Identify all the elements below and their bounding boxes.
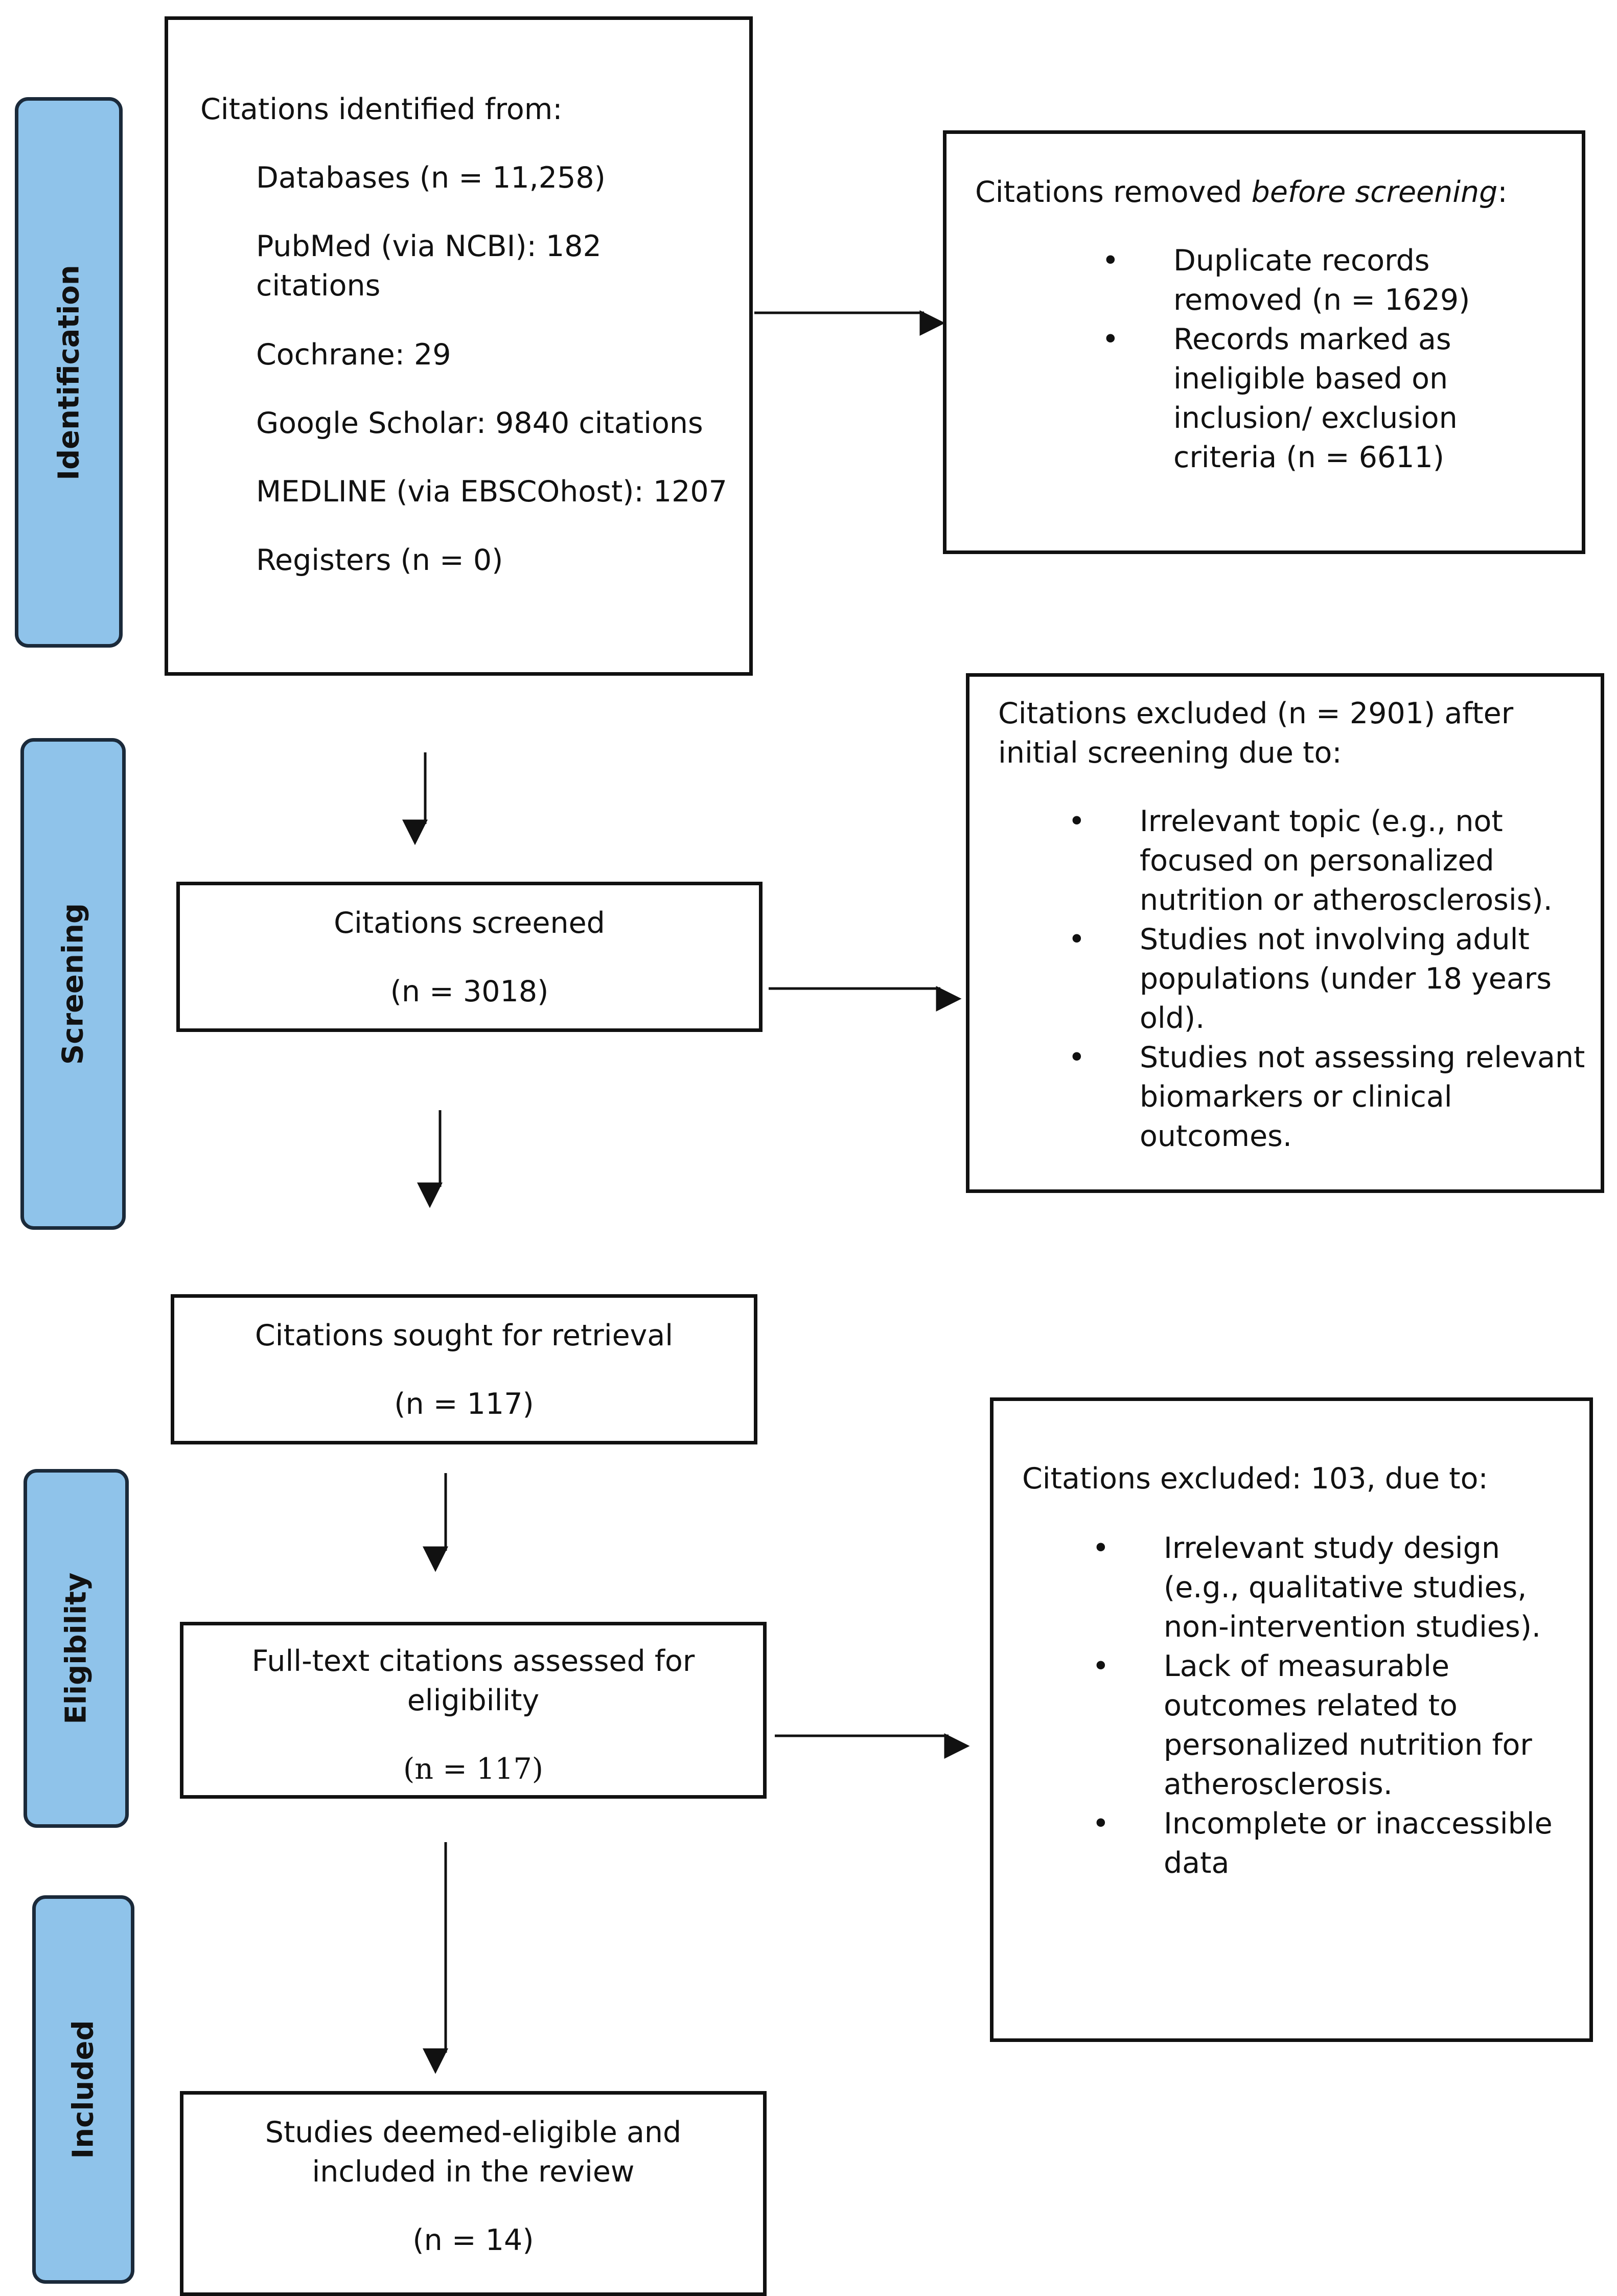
excluded-screening-item1-line1: Irrelevant topic (e.g., not (1140, 805, 1503, 838)
excluded-eligibility-item-data: Incomplete or inaccessible data (1092, 1804, 1553, 1883)
identified-heading: Citations identified from: (200, 93, 563, 126)
removed-item-duplicates: Duplicate records removed (n = 1629) (1102, 241, 1470, 320)
stage-screening: Screening (20, 738, 126, 1230)
identified-medline: MEDLINE (via EBSCOhost): 1207 (256, 475, 727, 509)
excluded-eligibility-item2-line1: Lack of measurable (1164, 1649, 1450, 1683)
removed-before-screening-box: Citations removed before screening: Dupl… (943, 130, 1585, 554)
excluded-screening-item1-line2: focused on personalized (1140, 844, 1494, 878)
identified-pubmed-line2: citations (256, 269, 381, 303)
included-studies-box: Studies deemed-eligible and included in … (180, 2091, 767, 2296)
retrieval-count: (n = 117) (394, 1387, 534, 1421)
excluded-eligibility-item3-line2: data (1164, 1846, 1230, 1880)
removed-item2-line1: Records marked as (1173, 323, 1451, 356)
excluded-screening-heading-line1: Citations excluded (n = 2901) after (998, 697, 1514, 730)
excluded-screening-item3-line1: Studies not assessing relevant (1140, 1041, 1585, 1074)
excluded-screening-item-biomarkers: Studies not assessing relevant biomarker… (1068, 1038, 1585, 1156)
fulltext-label-line1: Full-text citations assessed for (251, 1644, 695, 1678)
stage-eligibility: Eligibility (24, 1469, 129, 1828)
excluded-screening-list: Irrelevant topic (e.g., not focused on p… (1068, 802, 1585, 1156)
identification-box: Citations identified from: Databases (n … (165, 16, 753, 676)
excluded-eligibility-item2-line2: outcomes related to (1164, 1689, 1458, 1723)
citations-screened-box: Citations screened (n = 3018) (176, 882, 763, 1032)
excluded-eligibility-item3-line1: Incomplete or inaccessible (1164, 1807, 1553, 1841)
excluded-eligibility-heading: Citations excluded: 103, due to: (1022, 1462, 1488, 1496)
fulltext-assessed-box: Full-text citations assessed for eligibi… (180, 1622, 767, 1799)
removed-list: Duplicate records removed (n = 1629) Rec… (1102, 241, 1470, 477)
screened-label: Citations screened (334, 906, 605, 940)
stage-identification: Identification (15, 97, 123, 648)
excluded-screening-item1-line3: nutrition or atherosclerosis). (1140, 883, 1553, 917)
removed-item1-line2: removed (n = 1629) (1173, 283, 1470, 317)
excluded-screening-item3-line3: outcomes. (1140, 1119, 1292, 1153)
excluded-eligibility-item2-line3: personalized nutrition for (1164, 1728, 1532, 1762)
excluded-eligibility-box: Citations excluded: 103, due to: Irrelev… (990, 1397, 1593, 2042)
identified-registers: Registers (n = 0) (256, 543, 503, 577)
included-label-line1: Studies deemed-eligible and (265, 2116, 682, 2149)
excluded-eligibility-item1-line1: Irrelevant study design (1164, 1531, 1500, 1565)
removed-item1-line1: Duplicate records (1173, 244, 1430, 278)
excluded-eligibility-item1-line2: (e.g., qualitative studies, (1164, 1571, 1527, 1604)
excluded-screening-item3-line2: biomarkers or clinical (1140, 1080, 1452, 1114)
excluded-eligibility-list: Irrelevant study design (e.g., qualitati… (1092, 1529, 1553, 1883)
identified-pubmed-line1: PubMed (via NCBI): 182 (256, 229, 602, 263)
removed-item2-line2: ineligible based on (1173, 362, 1448, 396)
screened-count: (n = 3018) (390, 975, 549, 1008)
retrieval-label: Citations sought for retrieval (255, 1319, 674, 1352)
removed-heading-prefix: Citations removed (975, 175, 1252, 209)
excluded-screening-item-topic: Irrelevant topic (e.g., not focused on p… (1068, 802, 1585, 920)
excluded-eligibility-item2-line4: atherosclerosis. (1164, 1767, 1393, 1801)
removed-heading-italic: before screening (1251, 175, 1498, 209)
included-label-line2: included in the review (312, 2155, 635, 2189)
identified-google: Google Scholar: 9840 citations (256, 406, 703, 440)
removed-item2-line3: inclusion/ exclusion (1173, 401, 1458, 435)
excluded-screening-box: Citations excluded (n = 2901) after init… (966, 673, 1604, 1193)
excluded-eligibility-item1-line3: non-intervention studies). (1164, 1610, 1541, 1644)
fulltext-count: (n = 117) (403, 1752, 543, 1786)
excluded-screening-item2-line3: old). (1140, 1001, 1205, 1035)
identified-databases: Databases (n = 11,258) (256, 161, 606, 195)
excluded-screening-item2-line1: Studies not involving adult (1140, 923, 1530, 956)
removed-heading-suffix: : (1497, 175, 1508, 209)
excluded-eligibility-item-design: Irrelevant study design (e.g., qualitati… (1092, 1529, 1553, 1647)
excluded-screening-item-adult: Studies not involving adult populations … (1068, 920, 1585, 1038)
excluded-eligibility-item-outcomes: Lack of measurable outcomes related to p… (1092, 1647, 1553, 1804)
stage-included: Included (32, 1895, 134, 2284)
identified-cochrane: Cochrane: 29 (256, 338, 451, 372)
excluded-screening-heading-line2: initial screening due to: (998, 736, 1342, 770)
fulltext-label-line2: eligibility (407, 1684, 540, 1717)
excluded-screening-item2-line2: populations (under 18 years (1140, 962, 1552, 996)
included-count: (n = 14) (412, 2223, 534, 2257)
removed-item2-line4: criteria (n = 6611) (1173, 441, 1445, 474)
removed-item-ineligible: Records marked as ineligible based on in… (1102, 320, 1470, 477)
removed-heading: Citations removed before screening: (975, 173, 1508, 212)
retrieval-box: Citations sought for retrieval (n = 117) (171, 1294, 757, 1444)
